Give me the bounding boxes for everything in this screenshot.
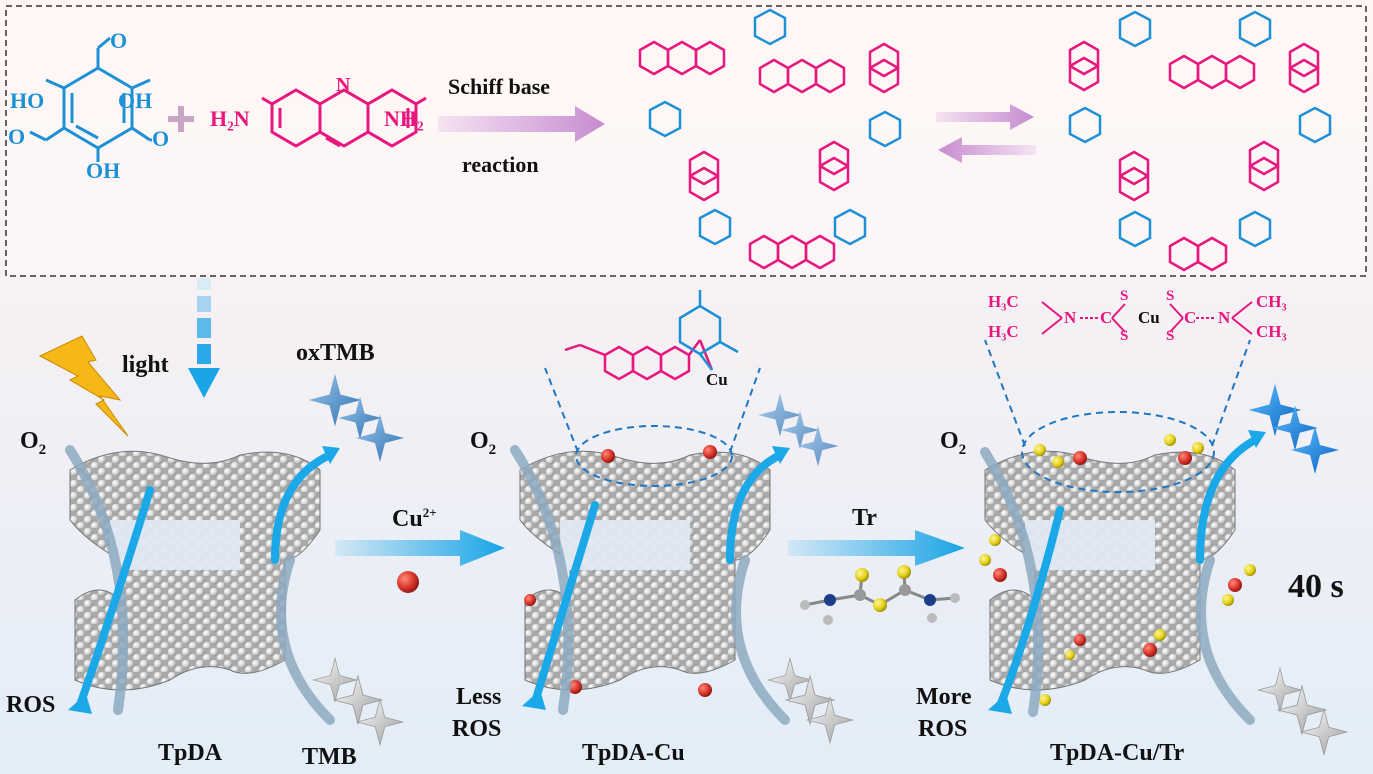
cof-enol-imine: [638, 8, 902, 270]
dtc-ch3-bottom: CH₃: [1256, 322, 1287, 341]
plus-icon: [168, 106, 194, 132]
da-amine-right-label: NH₂: [384, 106, 424, 131]
lightning-icon: [38, 335, 129, 437]
dtc-cu: Cu: [1138, 308, 1160, 327]
o2-label-2: O2: [470, 428, 497, 458]
dtc-c-left: C: [1100, 308, 1113, 327]
equilibrium-arrows: [936, 104, 1036, 163]
cu-coordination-inset: [564, 290, 739, 381]
more-ros-line2: ROS: [918, 716, 968, 742]
tr-ligands: [979, 434, 1256, 706]
o2-flow-arrows: [65, 445, 1255, 725]
tpda-label: TpDA: [158, 740, 223, 766]
tpda-cu-label: TpDA-Cu: [582, 740, 685, 766]
synthesis-box: [5, 5, 1367, 277]
cu-arrow: [335, 530, 505, 566]
inset-cu-label: Cu: [706, 370, 728, 389]
dtc-s1: S: [1120, 288, 1129, 304]
tpda-cu-tr-label: TpDA-Cu/Tr: [1050, 740, 1185, 766]
reaction-name-line2: reaction: [462, 152, 539, 177]
oxtmb-label: oxTMB: [296, 340, 375, 366]
light-label: light: [122, 352, 169, 378]
schiff-arrow: [438, 106, 605, 142]
da-amine-left-label: H₂N: [210, 106, 250, 131]
time-label: 40 s: [1288, 568, 1344, 605]
less-ros-line2: ROS: [452, 716, 502, 742]
cu-ion-sphere: [397, 571, 419, 593]
dtc-s2: S: [1120, 328, 1129, 344]
cof-keto-enamine: [1068, 10, 1332, 272]
da-monomer: [261, 88, 427, 148]
zoom-callout-cu: [544, 367, 761, 487]
cu-ion-label: Cu2+: [392, 505, 437, 532]
tp-monomer: [29, 36, 152, 162]
dtc-c-right: C: [1184, 308, 1197, 327]
tp-ho-label: HO: [10, 88, 45, 113]
dtc-s4: S: [1166, 328, 1175, 344]
o2-label-1: O2: [20, 428, 47, 458]
dtc-s3: S: [1166, 288, 1175, 304]
less-ros-line1: Less: [456, 684, 502, 710]
tr-arrow: [788, 530, 965, 566]
tp-cho-left-label: O: [8, 124, 26, 149]
dtc-h3c-bottom: H₃C: [988, 322, 1019, 341]
cu-atoms: [524, 445, 717, 697]
tpda-cu-tr-framework: [984, 450, 1236, 691]
zoom-callout-tr: [984, 339, 1251, 493]
dtc-n-right: N: [1218, 308, 1231, 327]
tr-label: Tr: [852, 505, 877, 531]
dtc-complex-inset: [1041, 301, 1253, 335]
tp-cho-right-label: O: [152, 126, 170, 151]
da-n-label: N: [336, 74, 351, 96]
tp-cho-top-label: O: [110, 28, 128, 53]
ros-arrowheads: [68, 430, 1266, 714]
more-ros-line1: More: [916, 684, 972, 710]
tp-oh-bottom-label: OH: [86, 158, 121, 183]
down-arrow: [188, 278, 220, 398]
tp-oh-label: OH: [118, 88, 153, 113]
o2-label-3: O2: [940, 428, 967, 458]
tmb-label: TMB: [302, 744, 357, 770]
ros-label: ROS: [6, 692, 56, 718]
dtc-n-left: N: [1064, 308, 1077, 327]
tr-molecule: [800, 565, 960, 625]
dtc-h3c-top: H₃C: [988, 292, 1019, 311]
dtc-ch3-top: CH₃: [1256, 292, 1287, 311]
ros-arrows: [76, 436, 1259, 710]
reaction-name-line1: Schiff base: [448, 74, 551, 99]
